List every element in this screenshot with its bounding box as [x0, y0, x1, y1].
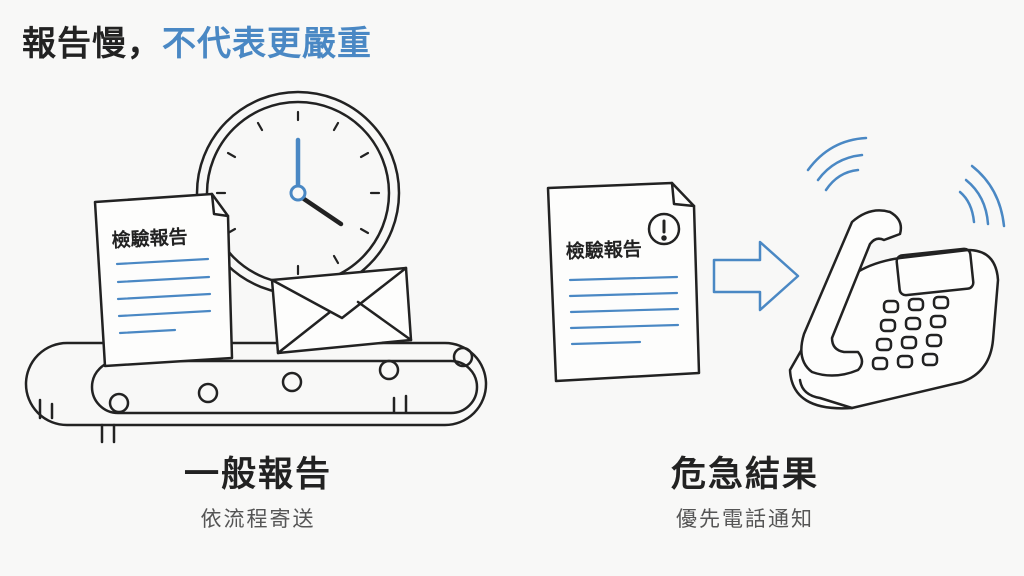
arrow-right-icon: [712, 240, 800, 312]
left-doc-label: 檢驗報告: [111, 225, 188, 252]
right-heading: 危急結果: [670, 455, 819, 495]
conveyor-belt-icon: [24, 341, 488, 444]
document-icon: [93, 192, 234, 368]
right-doc-label: 檢驗報告: [565, 237, 642, 263]
document-icon-alert: [546, 181, 701, 383]
left-subheading: 依流程寄送: [200, 507, 316, 531]
left-caption: 一般報告 依流程寄送: [108, 446, 408, 533]
page-title: 報告慢，不代表更嚴重: [22, 16, 372, 65]
right-caption: 危急結果 優先電話通知: [595, 446, 895, 533]
left-heading: 一般報告: [183, 455, 332, 495]
ringing-waves-icon: [806, 136, 1006, 228]
telephone-icon: [788, 209, 1000, 410]
title-part-2: 不代表更嚴重: [162, 24, 372, 64]
title-part-1: 報告慢，: [22, 24, 162, 64]
envelope-icon: [270, 266, 413, 355]
alert-icon: [647, 212, 681, 246]
right-subheading: 優先電話通知: [676, 507, 814, 531]
